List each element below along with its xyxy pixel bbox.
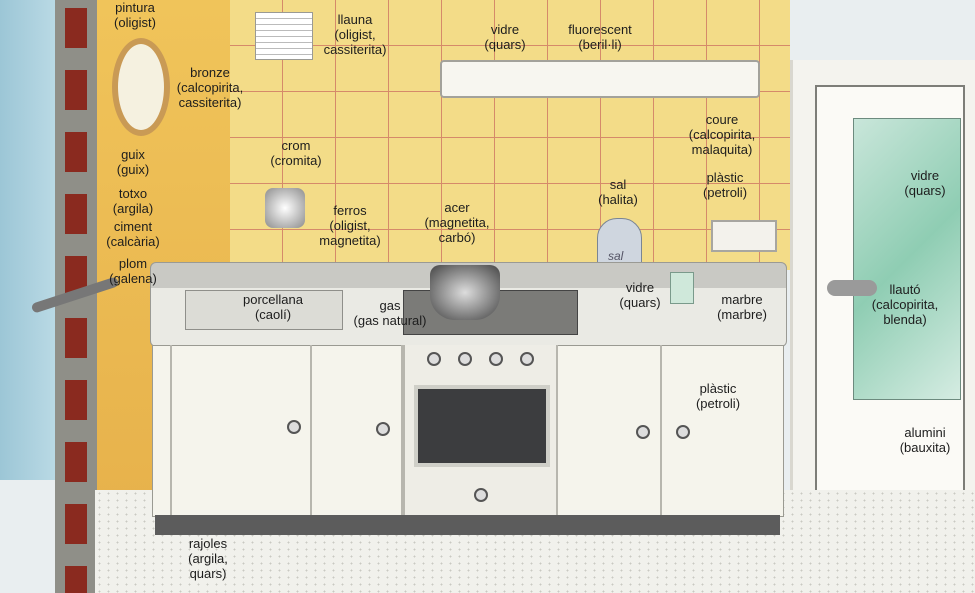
label-ferros: ferros(oligist,magnetita) <box>319 203 381 248</box>
cabinet-knob[interactable] <box>287 420 301 434</box>
cabinet-knob[interactable] <box>376 422 390 436</box>
tiled-back-wall <box>230 0 790 270</box>
oven-window <box>414 385 550 467</box>
glass-cup <box>670 272 694 304</box>
label-marbre: marbre(marbre) <box>717 292 767 322</box>
cabinet-door[interactable] <box>558 345 662 515</box>
hob-knob[interactable] <box>520 352 534 366</box>
label-porcellana: porcellana(caolí) <box>243 292 303 322</box>
label-alumini: alumini(bauxita) <box>899 425 951 455</box>
label-fluorescent: fluorescent(beril·li) <box>568 22 632 52</box>
cabinet-knob[interactable] <box>636 425 650 439</box>
hob-knob[interactable] <box>489 352 503 366</box>
hob-knob[interactable] <box>458 352 472 366</box>
cabinet-side <box>152 345 172 515</box>
label-llauto: llautó(calcopirita,blenda) <box>871 282 939 327</box>
label-bronze: bronze(calcopirita,cassiterita) <box>176 65 244 110</box>
fluorescent-lamp <box>440 60 760 98</box>
cabinet-door[interactable] <box>312 345 403 515</box>
door-handle[interactable] <box>827 280 877 296</box>
label-sal: sal(halita) <box>598 177 638 207</box>
label-crom: crom(cromita) <box>270 138 322 168</box>
power-socket <box>711 220 777 252</box>
wall-clock <box>112 38 170 136</box>
hob-knob[interactable] <box>427 352 441 366</box>
cabinet-door[interactable] <box>172 345 312 515</box>
label-acer: acer(magnetita,carbó) <box>424 200 490 245</box>
label-guix: guix(guix) <box>116 147 150 177</box>
water-tap[interactable] <box>265 188 305 228</box>
cabinet-knob[interactable] <box>676 425 690 439</box>
label-coure: coure(calcopirita,malaquita) <box>688 112 756 157</box>
label-ciment: ciment(calcària) <box>106 219 160 249</box>
salt-jar-text: sal <box>608 249 624 263</box>
plinth <box>155 515 780 535</box>
label-totxo: totxo(argila) <box>112 186 154 216</box>
label-plom: plom(galena) <box>109 256 157 286</box>
label-plastic-socket: plàstic(petroli) <box>702 170 748 200</box>
oven-knob[interactable] <box>474 488 488 502</box>
label-pintura: pintura(oligist) <box>114 0 156 30</box>
label-gas: gas(gas natural) <box>353 298 427 328</box>
vent-grille <box>255 12 313 60</box>
label-vidre-glass: vidre(quars) <box>619 280 661 310</box>
sink <box>185 290 343 330</box>
label-vidre-door: vidre(quars) <box>904 168 946 198</box>
cooking-pot <box>430 265 500 320</box>
door-glass <box>853 118 961 400</box>
label-llauna: llauna(oligist,cassiterita) <box>323 12 387 57</box>
label-rajoles: rajoles(argila,quars) <box>188 536 228 581</box>
label-vidre-lamp: vidre(quars) <box>484 22 526 52</box>
label-plastic-cabinet: plàstic(petroli) <box>695 381 741 411</box>
outside-view <box>0 0 60 480</box>
